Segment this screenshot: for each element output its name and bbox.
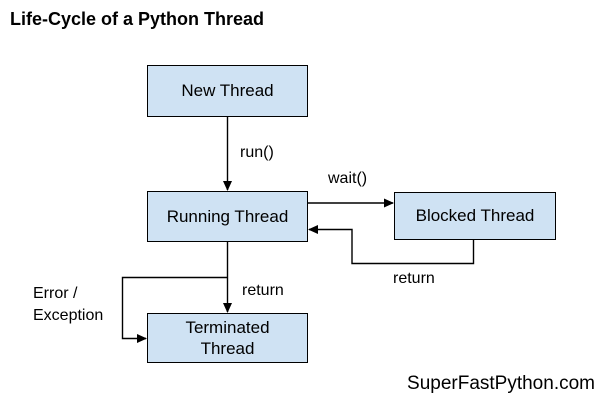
node-terminated-thread: Terminated Thread — [147, 313, 308, 363]
node-terminated-thread-label: Terminated Thread — [185, 318, 270, 358]
edge-error-branch — [121, 276, 228, 343]
edge-label-return-terminated: return — [242, 282, 284, 299]
edge-label-error-exception: Error / Exception — [33, 283, 103, 327]
node-blocked-thread-label: Blocked Thread — [415, 206, 535, 225]
node-blocked-thread: Blocked Thread — [394, 192, 556, 240]
edge-label-run: run() — [240, 144, 274, 161]
node-new-thread: New Thread — [147, 65, 308, 117]
edge-label-return-blocked: return — [393, 270, 435, 287]
node-running-thread-label: Running Thread — [166, 206, 289, 226]
edge-blocked-to-running — [308, 225, 475, 265]
edge-label-error-line2: Exception — [33, 307, 104, 324]
edge-label-wait: wait() — [328, 170, 368, 187]
edge-label-error-line1: Error / — [33, 285, 78, 302]
diagram-title: Life-Cycle of a Python Thread — [10, 9, 265, 29]
node-running-thread: Running Thread — [147, 191, 308, 242]
watermark-text: SuperFastPython.com — [407, 373, 595, 394]
node-new-thread-label: New Thread — [181, 81, 274, 100]
